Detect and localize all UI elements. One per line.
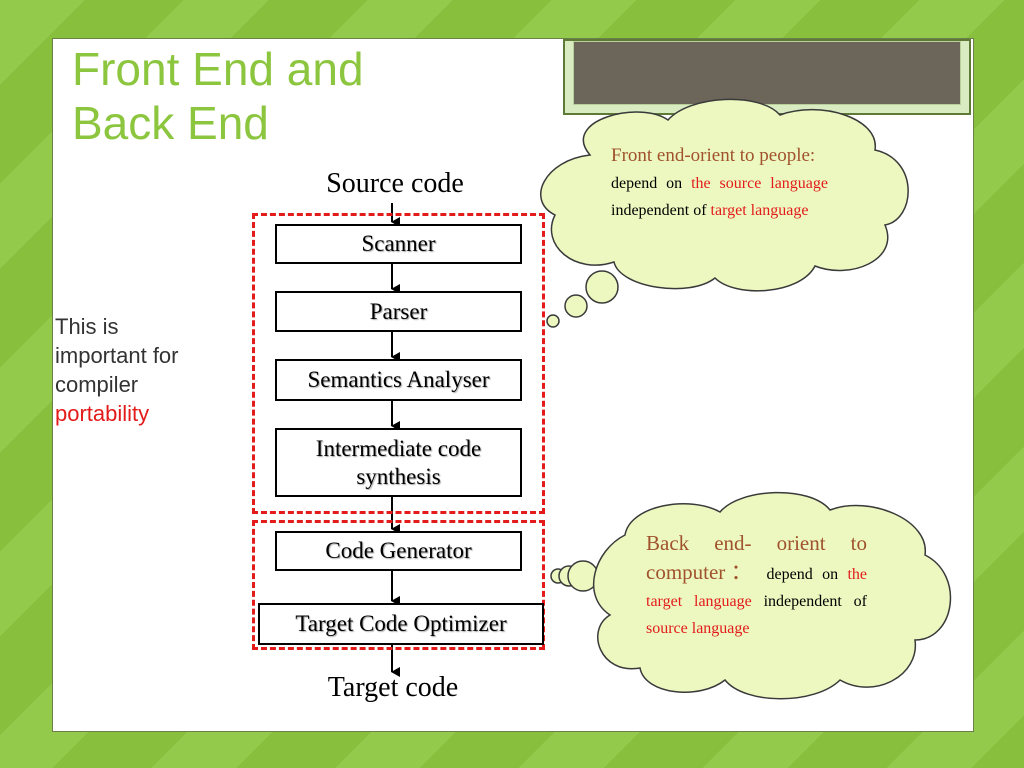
note-line-2: important for — [55, 343, 179, 368]
target-code-optimizer-box: Target Code Optimizer — [258, 603, 544, 645]
back-cloud-text-2: the target language — [646, 566, 868, 610]
back-cloud-text-3: independent of — [763, 593, 867, 610]
title-line-1: Front End and — [72, 43, 364, 95]
portability-note: This is important for compiler portabili… — [55, 312, 245, 428]
back-end-cloud-shape — [550, 491, 952, 700]
front-cloud-text-3: independent of — [611, 202, 707, 219]
back-cloud-text-4: source language — [646, 620, 750, 637]
photo-placeholder — [573, 41, 961, 105]
target-code-label: Target code — [327, 672, 459, 703]
parser-box: Parser — [275, 291, 522, 332]
back-end-cloud-text: Back end- orient to computer： depend on … — [646, 530, 867, 642]
slide-title: Front End and Back End — [72, 42, 364, 150]
front-end-cloud-shape — [539, 98, 909, 328]
code-generator-box: Code Generator — [275, 531, 522, 571]
back-cloud-heading: Back end- orient to computer： — [646, 531, 867, 584]
front-cloud-text-4: target language — [710, 202, 809, 219]
front-end-group — [252, 213, 545, 514]
note-line-1: This is — [55, 314, 119, 339]
back-end-group — [252, 520, 545, 650]
note-line-4: portability — [55, 401, 150, 426]
note-line-3: compiler — [55, 372, 139, 397]
front-cloud-heading: Front end-orient to people: — [611, 145, 816, 166]
front-end-cloud-text: Front end-orient to people: depend on th… — [611, 142, 828, 224]
front-cloud-text-1: depend on — [611, 175, 683, 192]
back-cloud-text-1: depend on — [766, 566, 839, 583]
intermediate-code-box: Intermediate code synthesis — [275, 428, 522, 497]
front-cloud-text-2: the source language — [691, 175, 828, 192]
source-code-label: Source code — [326, 168, 464, 199]
scanner-box: Scanner — [275, 224, 522, 264]
semantics-analyser-box: Semantics Analyser — [275, 359, 522, 401]
title-line-2: Back End — [72, 97, 269, 149]
